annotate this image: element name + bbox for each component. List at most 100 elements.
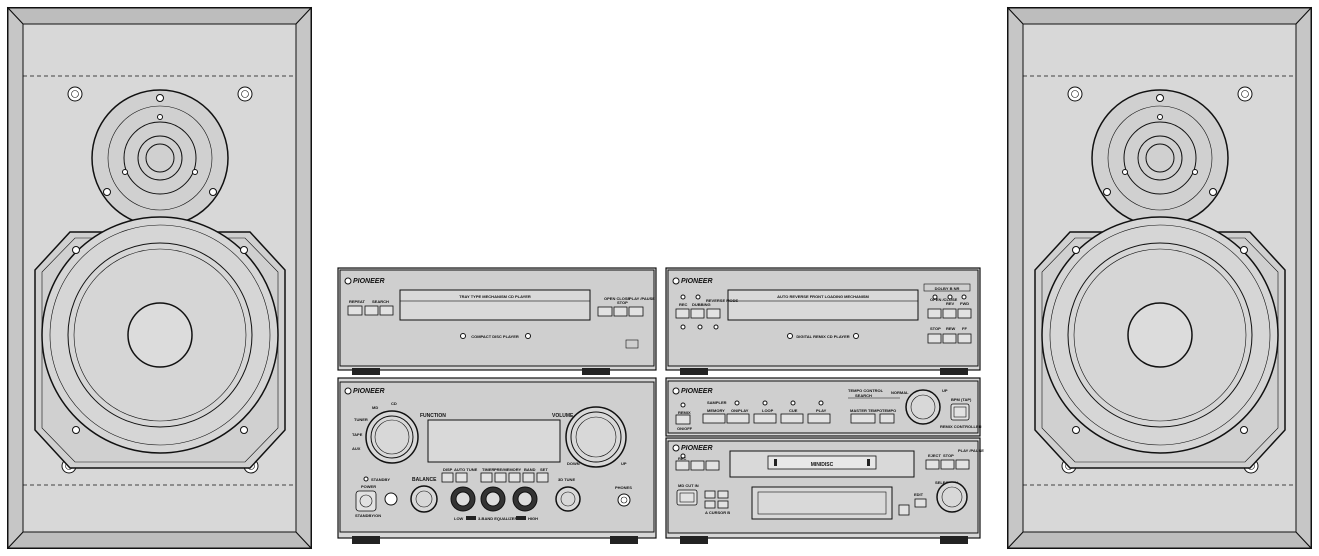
eject-button[interactable] [925, 459, 940, 470]
stop-button[interactable] [613, 306, 628, 317]
amp-btn-label-2: TIMER [482, 467, 495, 472]
md-deck: PIONEER REC MINIDISC EJECT STOP PLAY /PA… [665, 437, 984, 544]
selection-knob[interactable] [936, 481, 968, 513]
open-close-button[interactable] [597, 306, 613, 317]
memory-button[interactable] [702, 413, 726, 424]
master-tempo-button[interactable] [850, 413, 876, 424]
md-play-pause-button[interactable] [955, 459, 970, 470]
reverse-mode-button[interactable] [706, 308, 721, 319]
md-display-text: MINIDISC [811, 462, 834, 468]
preset-button[interactable] [508, 472, 521, 483]
display-window [427, 419, 561, 463]
cd-logo-icon [625, 339, 639, 349]
sampler-label: SAMPLER [707, 400, 727, 405]
md-play-pause-label: PLAY /PAUSE [958, 448, 984, 453]
md-small-button-1[interactable] [704, 490, 716, 499]
brand-logo: PIONEER [353, 278, 385, 285]
amp-btn-label-4: BAND [524, 467, 536, 472]
function-knob[interactable] [365, 410, 419, 464]
a-cursor-b-label: A CURSOR B [705, 510, 730, 515]
md-mode-button[interactable] [914, 498, 927, 508]
up-label: UP [621, 461, 627, 466]
stop-button[interactable] [927, 333, 942, 344]
volume-label: VOLUME [552, 413, 574, 419]
power-button[interactable] [355, 490, 377, 512]
md-small-button-4[interactable] [717, 500, 729, 509]
search-forward-button[interactable] [379, 305, 394, 316]
md-small-button-2[interactable] [717, 490, 729, 499]
remix-button[interactable] [675, 414, 691, 425]
repeat-button[interactable] [347, 305, 363, 316]
play-pause-label: PLAY /PAUSE [629, 296, 655, 301]
loop-button[interactable] [753, 413, 777, 424]
stop-label: STOP [930, 326, 941, 331]
tray-label: TRAY TYPE MECHANISM CD PLAYER [459, 294, 531, 299]
md-next-button[interactable] [705, 460, 720, 471]
bpm-tap-button[interactable] [950, 403, 970, 421]
md-rec-label: REC [678, 456, 687, 461]
rev-label: REV [946, 301, 955, 306]
phones-jack[interactable] [617, 493, 631, 507]
high-label: HIGH [528, 516, 538, 521]
dolby-label: DOLBY B NR [935, 286, 960, 291]
brand-logo: PIONEER [681, 388, 713, 395]
open-close-label: OPEN /CLOSE [930, 297, 958, 302]
ff-button[interactable] [957, 333, 972, 344]
tempo-button[interactable] [879, 413, 895, 424]
md-small-button-3[interactable] [704, 500, 716, 509]
fwd-label: FWD [960, 301, 969, 306]
cd-player: PIONEER TRAY TYPE MECHANISM CD PLAYER RE… [337, 267, 657, 375]
function-label: FUNCTION [420, 413, 446, 419]
pre-memory-button[interactable] [494, 472, 507, 483]
disp-button[interactable] [441, 472, 454, 483]
cue-button[interactable] [780, 413, 804, 424]
3d-tune-knob[interactable] [555, 486, 581, 512]
md-slot[interactable] [751, 486, 893, 520]
on-play-label: ON/PLAY [731, 408, 749, 413]
brand-logo: PIONEER [681, 278, 713, 285]
standby-on-label: STANDBY/ON [355, 513, 381, 518]
dubbing-button[interactable] [690, 308, 705, 319]
timer-button[interactable] [480, 472, 493, 483]
tempo-control-label: TEMPO CONTROL [848, 388, 884, 393]
amp-btn-label-1: AUTO TUNE [454, 467, 478, 472]
rec-button[interactable] [675, 308, 690, 319]
balance-knob[interactable] [410, 485, 438, 513]
remix-play-button[interactable] [807, 413, 831, 424]
equalizer-label: 3-BAND EQUALIZER [478, 516, 517, 521]
disc-tray[interactable] [399, 289, 591, 321]
amp-btn-label-3: PRE/MEMORY [494, 467, 522, 472]
cd-label: CD [391, 401, 397, 406]
sdt-label: 3D TUNE [558, 477, 575, 482]
subtitle: DIGITAL REMIX CD PLAYER [796, 334, 849, 339]
remote-sensor [384, 492, 398, 506]
memory-label: MEMORY [707, 408, 725, 413]
standby-label: STANDBY [371, 477, 390, 482]
on-off-label: ON/OFF [677, 426, 693, 431]
fwd-button[interactable] [957, 308, 972, 319]
rew-label: REW [946, 326, 956, 331]
auto-tune-button[interactable] [455, 472, 468, 483]
band-button[interactable] [522, 472, 535, 483]
md-cut-in-button[interactable] [676, 489, 698, 506]
set-button[interactable] [536, 472, 549, 483]
on-play-button[interactable] [726, 413, 750, 424]
md-stop-button[interactable] [940, 459, 955, 470]
reverse-mode-label: REVERSE MODE [706, 298, 739, 303]
power-label: POWER [361, 484, 376, 489]
md-edit-button[interactable] [898, 504, 910, 516]
remix-label: REMIX [678, 410, 691, 415]
repeat-label: REPEAT [349, 299, 365, 304]
open-close-button[interactable] [927, 308, 942, 319]
amplifier: PIONEER MD CD TUNER TAPE AUX FUNCTION VO… [337, 377, 657, 544]
play-pause-button[interactable] [628, 306, 644, 317]
rew-button[interactable] [942, 333, 957, 344]
md-prev-button[interactable] [690, 460, 705, 471]
dubbing-label: DUBBING [692, 302, 711, 307]
search-back-button[interactable] [364, 305, 379, 316]
rev-button[interactable] [942, 308, 957, 319]
search-label: SEARCH [372, 299, 389, 304]
volume-knob[interactable] [565, 406, 627, 468]
md-rec-button[interactable] [675, 460, 690, 471]
